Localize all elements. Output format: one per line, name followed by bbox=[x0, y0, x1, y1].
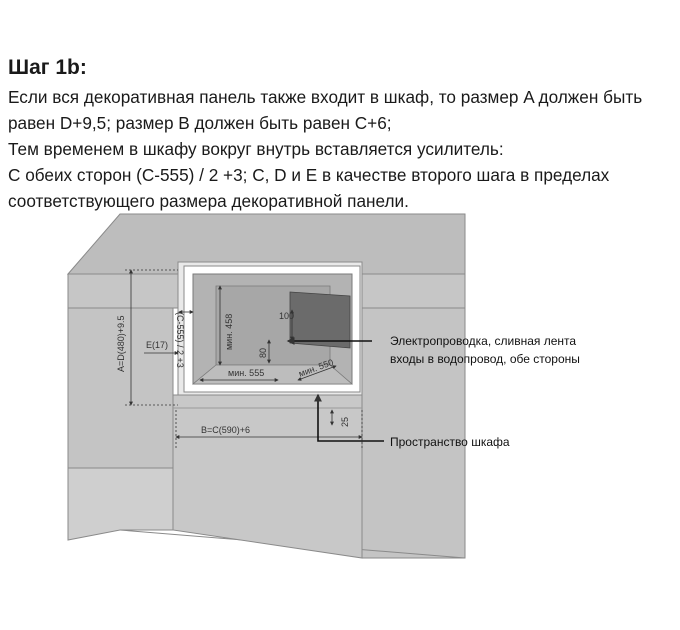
wiring-callout-line2: входы в водопровод, обе стороны bbox=[390, 352, 580, 366]
drawer-panel bbox=[172, 394, 363, 559]
instruction-text: Если вся декоративная панель также входи… bbox=[8, 84, 680, 214]
dim-e-label: E(17) bbox=[146, 340, 168, 350]
dim-80-label: 80 bbox=[258, 348, 268, 358]
dim-100-label: 100 bbox=[279, 311, 294, 321]
callout-arrows bbox=[286, 337, 384, 442]
left-lower-panel bbox=[67, 467, 174, 541]
wiring-panel bbox=[289, 291, 351, 349]
step-title: Шаг 1b: bbox=[8, 56, 87, 79]
wiring-callout-line1: Электропроводка, сливная лента bbox=[390, 334, 576, 348]
dimension-lines bbox=[125, 269, 363, 450]
instruction-line: Тем временем в шкафу вокруг внутрь встав… bbox=[8, 139, 504, 159]
dim-min555-label: мин. 555 bbox=[228, 368, 264, 378]
instruction-line: С обеих сторон (C-555) / 2 +3; C, D и E … bbox=[8, 165, 610, 185]
instruction-line: соответствующего размера декоративной па… bbox=[8, 191, 409, 211]
dim-a-label: A=D(480)+9.5 bbox=[116, 315, 126, 372]
dim-min458-label: мин. 458 bbox=[224, 314, 234, 350]
dim-side-label: (C-555) / 2 +3 bbox=[175, 312, 185, 368]
instruction-line: Если вся декоративная панель также входи… bbox=[8, 87, 643, 107]
dim-25-label: 25 bbox=[340, 417, 350, 427]
cabinet-body bbox=[66, 213, 466, 559]
cabinet-space-callout: Пространство шкафа bbox=[390, 435, 510, 449]
instruction-line: равен D+9,5; размер B должен быть равен … bbox=[8, 113, 392, 133]
dim-b-label: B=C(590)+6 bbox=[201, 425, 250, 435]
dim-min550-line bbox=[297, 365, 337, 381]
cabinet-space-arrow bbox=[314, 393, 384, 442]
left-cabinet-front bbox=[67, 307, 174, 469]
